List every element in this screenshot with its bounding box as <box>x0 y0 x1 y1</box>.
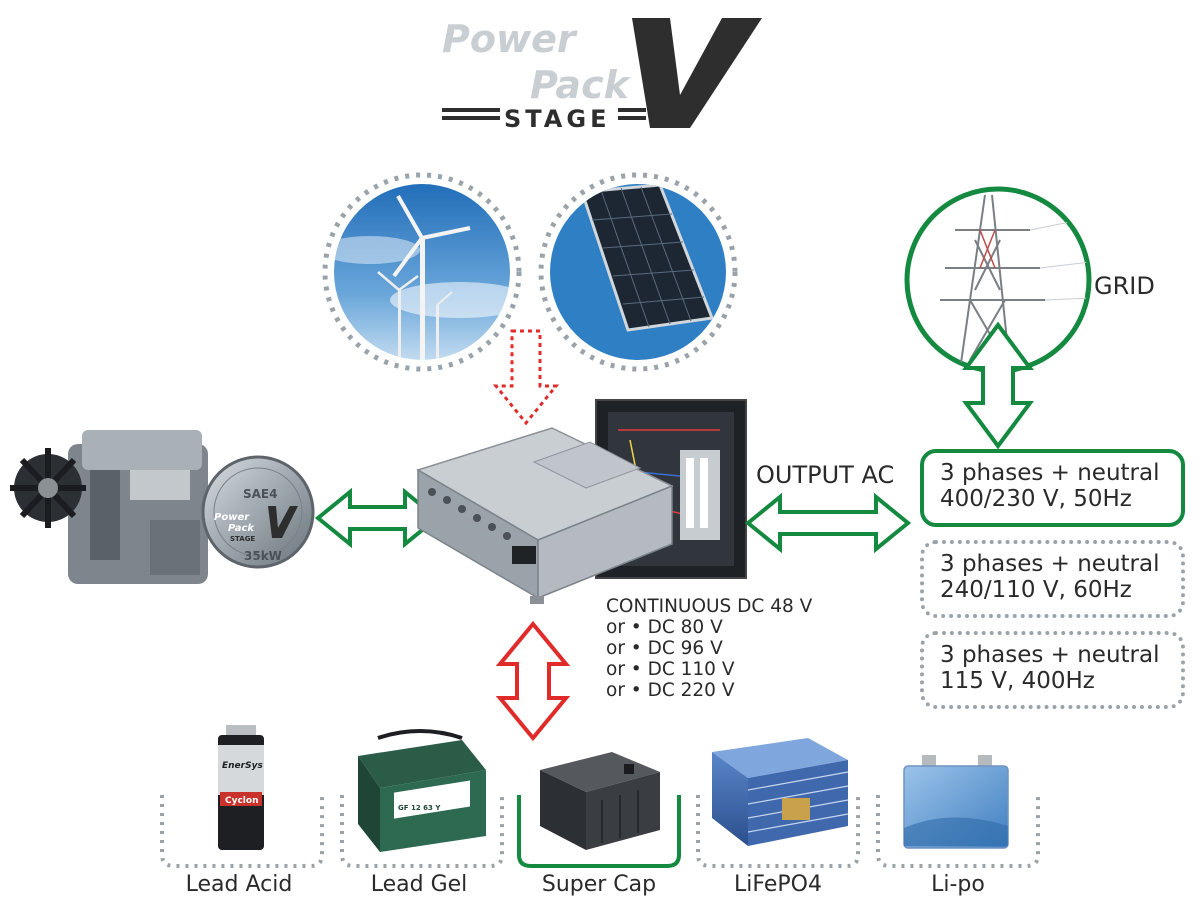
generator-disc-icon: SAE4 Power Pack STAGE 35kW <box>201 455 315 569</box>
power-electronics-unit-icon <box>416 399 747 604</box>
lifepo4-pack-icon <box>712 738 849 846</box>
bracket-lifepo4 <box>696 795 860 868</box>
output-option-115v-400hz: 3 phases + neutral 115 V, 400Hz <box>920 631 1185 709</box>
dc-voltage-line: or • DC 110 V <box>606 659 735 680</box>
engine-plate-brand-1: Power <box>214 512 250 523</box>
lead-acid-model: Cyclon <box>225 796 258 806</box>
logo-stage-word: STAGE <box>504 105 610 133</box>
logo-rule-4 <box>618 116 646 120</box>
lead-acid-brand: EnerSys <box>222 761 263 771</box>
battery-label-lead-gel: Lead Gel <box>370 872 468 897</box>
engine-plate-brand-2: Pack <box>228 523 255 534</box>
diesel-engine-icon <box>10 430 208 584</box>
power-pylon-icon <box>904 186 1092 374</box>
output-option-3-line1: 3 phases + neutral <box>940 642 1160 668</box>
bracket-li-po <box>876 795 1040 868</box>
bracket-lead-acid <box>160 795 324 868</box>
output-option-400v-50hz: 3 phases + neutral 400/230 V, 50Hz <box>920 449 1185 527</box>
battery-label-li-po: Li-po <box>931 872 985 897</box>
renewable-input-arrow <box>492 329 560 426</box>
wind-dotted-ring <box>322 172 522 372</box>
solar-dotted-ring <box>538 172 738 372</box>
output-option-2-line2: 240/110 V, 60Hz <box>940 577 1132 603</box>
engine-plate-power: 35kW <box>244 549 282 563</box>
logo-rule-2 <box>442 116 500 120</box>
logo-v-mark <box>632 18 762 128</box>
lead-acid-cell-icon: EnerSys Cyclon <box>218 725 264 850</box>
logo-rule-1 <box>442 108 500 112</box>
wind-turbine-icon <box>322 172 522 372</box>
output-ac-label: OUTPUT AC <box>756 461 894 489</box>
logo-word-pack: Pack <box>530 63 632 107</box>
battery-label-lead-acid: Lead Acid <box>185 872 293 897</box>
grid-label: GRID <box>1094 272 1155 300</box>
output-option-1-line1: 3 phases + neutral <box>940 460 1160 486</box>
lead-gel-model: GF 12 63 Y <box>398 804 441 812</box>
output-double-arrow <box>744 492 912 554</box>
dc-voltage-list: CONTINUOUS DC 48 V or • DC 80 V or • DC … <box>606 596 812 701</box>
output-option-2-line1: 3 phases + neutral <box>940 551 1160 577</box>
dc-voltage-line: or • DC 80 V <box>606 617 723 638</box>
battery-label-super-cap: Super Cap <box>541 872 657 897</box>
bracket-lead-gel <box>340 795 504 868</box>
engine-plate-stage: STAGE <box>230 535 255 543</box>
engine-plate-v-mark <box>268 506 298 538</box>
output-option-1-line2: 400/230 V, 50Hz <box>940 486 1132 512</box>
output-option-3-line2: 115 V, 400Hz <box>940 668 1095 694</box>
grid-double-arrow <box>962 321 1034 450</box>
lipo-pouch-icon <box>903 755 1009 849</box>
logo-rule-3 <box>618 108 646 112</box>
supercap-module-icon <box>540 752 660 850</box>
dc-voltage-line: CONTINUOUS DC 48 V <box>606 596 813 617</box>
engine-plate-sae: SAE4 <box>243 487 277 501</box>
power-pack-stage-v-logo: Power Pack STAGE <box>442 17 762 133</box>
battery-label-lifepo4: LiFePO4 <box>734 872 822 897</box>
dc-double-arrow <box>495 620 571 742</box>
output-option-240v-60hz: 3 phases + neutral 240/110 V, 60Hz <box>920 540 1185 618</box>
dc-voltage-line: or • DC 96 V <box>606 638 723 659</box>
dc-voltage-line: or • DC 220 V <box>606 680 735 701</box>
bracket-super-cap <box>517 795 681 868</box>
gel-battery-icon: GF 12 63 Y <box>358 729 486 852</box>
logo-word-power: Power <box>442 17 578 61</box>
solar-panel-icon <box>538 172 738 372</box>
